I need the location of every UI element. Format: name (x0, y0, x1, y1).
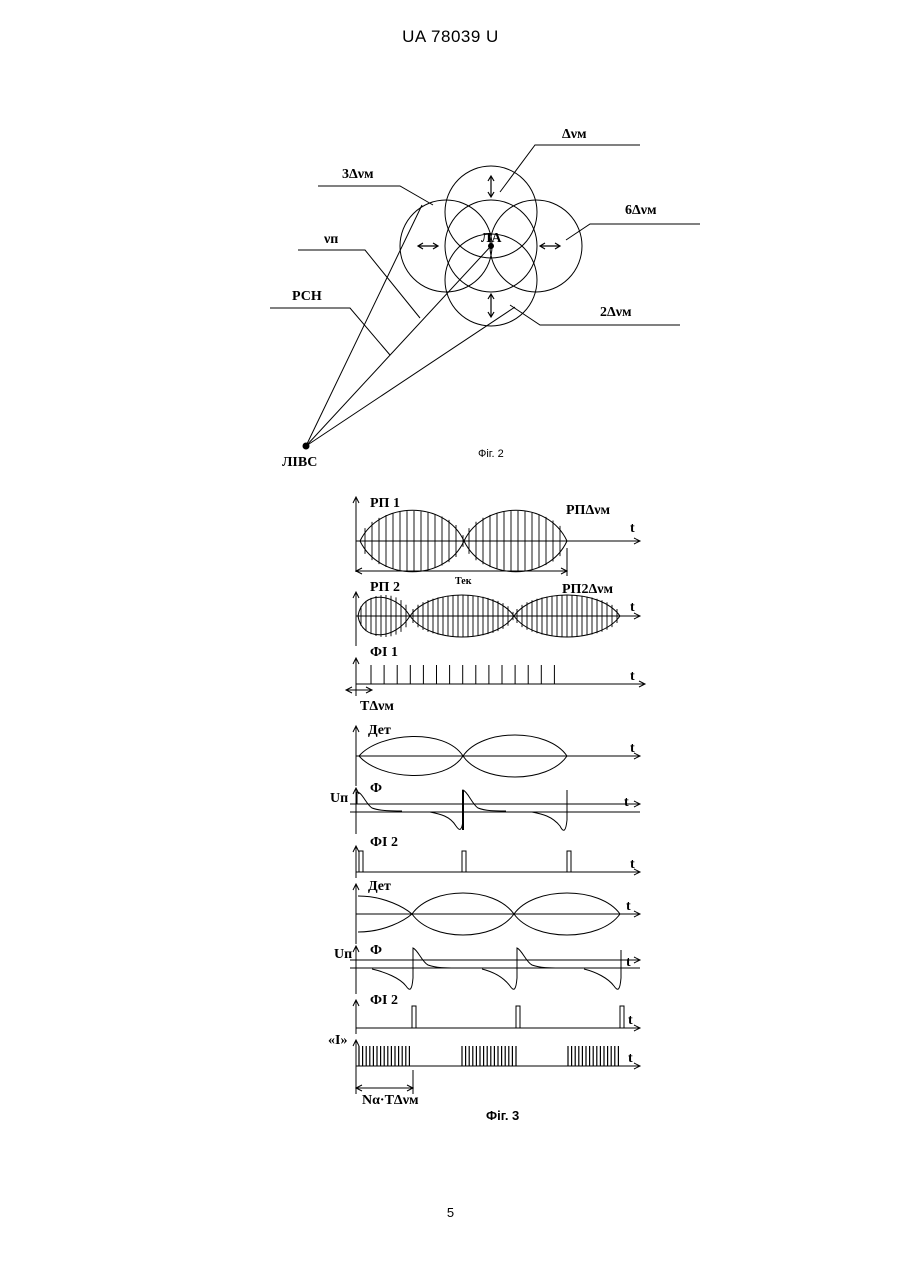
label-rsn: РСН (292, 289, 322, 304)
circle-right (490, 200, 582, 292)
label-la: ЛА (481, 231, 502, 246)
axis-t-phi-2: t (626, 955, 631, 970)
row-det-1 (353, 726, 640, 786)
label-un-1: Uп (330, 791, 348, 806)
label-6dv-m: 6Δνм (625, 203, 657, 218)
label-fi1: ФІ 1 (370, 645, 398, 660)
label-n-t: Nα·ТΔνм (362, 1093, 419, 1108)
row-phi-2 (350, 946, 640, 994)
row-det-2 (353, 884, 640, 944)
row-phi-1 (350, 788, 640, 834)
label-rp1: РП 1 (370, 496, 400, 511)
fig3-caption: Фіг. 3 (486, 1108, 519, 1123)
row-fi2-1 (353, 846, 640, 878)
label-dv-m: Δνм (562, 127, 587, 142)
row-rp2 (353, 592, 640, 646)
figure-3: РП 1 РПΔνм t Тек РП 2 РП2Δνм t ФІ 1 t ТΔ… (328, 496, 645, 1123)
label-rp-2dv: РП2Δνм (562, 582, 613, 597)
circle-left (400, 200, 492, 292)
axis-t-rp1: t (630, 521, 635, 536)
label-rp-dv: РПΔνм (566, 503, 610, 518)
label-fi2-1: ФІ 2 (370, 835, 398, 850)
label-nu-p: νп (323, 232, 338, 247)
row-pulse-packets (353, 1040, 640, 1094)
page-number: 5 (0, 1205, 901, 1220)
label-2dv-m: 2Δνм (600, 305, 632, 320)
axis-t-pulses: t (628, 1051, 633, 1066)
axis-t-det-1: t (630, 741, 635, 756)
label-phi-2: Ф (370, 943, 382, 958)
axis-t-phi-1: t (624, 795, 629, 810)
label-i: «І» (328, 1033, 347, 1048)
row-fi1 (346, 658, 645, 696)
label-det-2: Дет (368, 879, 391, 894)
axis-t-rp2: t (630, 600, 635, 615)
label-3dv-m: 3Δνм (342, 167, 374, 182)
livs-point (303, 443, 309, 449)
label-un-2: Uп (334, 947, 352, 962)
figure-2: Δνм 3Δνм 6Δνм 2Δνм νп РСН ЛА ЛІВС Фіг. 2 (270, 127, 700, 470)
label-phi-1: Ф (370, 781, 382, 796)
label-livs: ЛІВС (282, 455, 317, 470)
axis-t-det-2: t (626, 899, 631, 914)
label-rp2: РП 2 (370, 580, 400, 595)
axis-t-fi2-1: t (630, 857, 635, 872)
label-t-dv: ТΔνм (360, 699, 394, 714)
fig2-caption: Фіг. 2 (478, 448, 504, 460)
axis-t-fi1: t (630, 669, 635, 684)
label-t-ek: Тек (455, 576, 472, 587)
label-det-1: Дет (368, 723, 391, 738)
label-fi2-2: ФІ 2 (370, 993, 398, 1008)
axis-t-fi2-2: t (628, 1013, 633, 1028)
